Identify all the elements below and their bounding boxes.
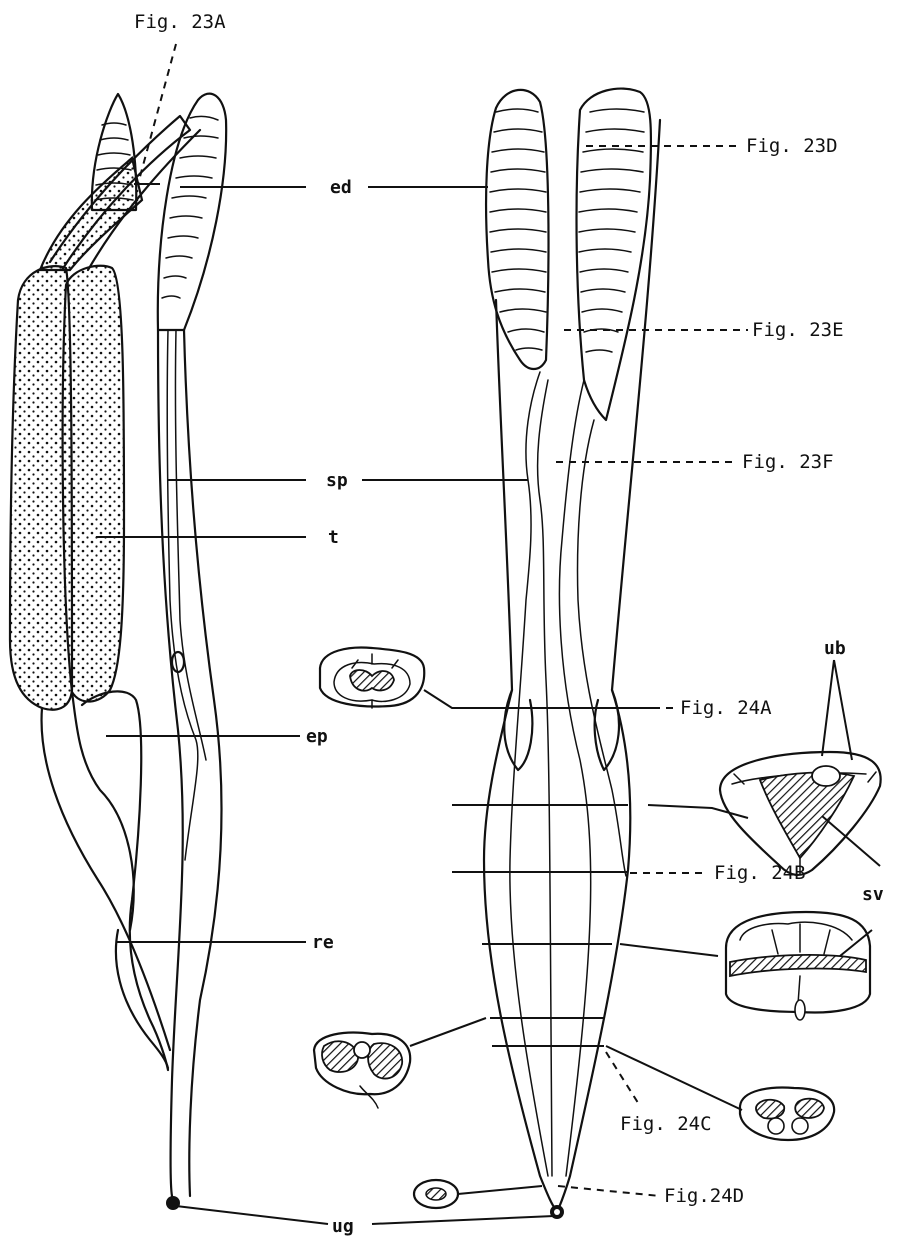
- left-ovary-tall: [158, 94, 226, 330]
- label-sp: sp: [326, 470, 348, 491]
- leader-24b-section: [648, 805, 748, 818]
- leader-lines: [96, 44, 880, 1224]
- right-ovary-right: [577, 89, 651, 420]
- section-24a: [320, 648, 424, 708]
- leader-fig-24a: [424, 690, 660, 708]
- right-duct-b: [538, 380, 552, 1176]
- label-fig-23f: Fig. 23F: [742, 451, 834, 473]
- leader-24c-right: [606, 1046, 742, 1110]
- right-vesicle-right: [595, 690, 619, 770]
- section-24c-left: [314, 1033, 410, 1108]
- label-fig-23a: Fig. 23A: [134, 11, 226, 33]
- label-ug: ug: [332, 1216, 354, 1237]
- label-fig-24c: Fig. 24C: [620, 1113, 712, 1135]
- left-sperm-duct-2: [175, 330, 206, 760]
- left-genital-opening: [166, 1196, 180, 1210]
- right-body-outline-left: [484, 300, 556, 1210]
- left-duct-inner: [184, 330, 222, 1196]
- label-fig-23d: Fig. 23D: [746, 135, 838, 157]
- leader-sv-section: [620, 944, 718, 956]
- label-ep: ep: [306, 726, 328, 747]
- leader-ug-left: [176, 1206, 328, 1224]
- label-fig-24d: Fig.24D: [664, 1185, 744, 1207]
- right-organ: [452, 89, 660, 1219]
- label-fig-24b: Fig. 24B: [714, 862, 806, 884]
- left-epididymis: [42, 692, 170, 1050]
- section-24b: [720, 752, 881, 875]
- leader-fig-23a: [138, 44, 176, 184]
- label-t: t: [328, 527, 339, 548]
- leader-24c-left: [410, 1018, 486, 1046]
- left-duct-outer: [158, 330, 183, 1196]
- label-ub: ub: [824, 638, 846, 659]
- label-sv: sv: [862, 884, 884, 905]
- left-epididymis-body: [82, 691, 168, 1070]
- right-duct-a: [510, 372, 548, 1176]
- section-24d: [414, 1180, 458, 1208]
- leader-ub: [822, 660, 852, 760]
- label-re: re: [312, 932, 334, 953]
- leader-ug-right: [372, 1216, 554, 1224]
- section-sv: [726, 912, 870, 1020]
- left-duct-knot: [172, 652, 184, 672]
- leader-fig-24d: [558, 1186, 660, 1196]
- leader-24d-left: [458, 1186, 542, 1194]
- left-organ: [10, 94, 226, 1210]
- section-24c-right: [740, 1088, 834, 1140]
- leader-sv-upper: [822, 816, 880, 866]
- right-duct-d: [578, 420, 626, 876]
- left-testis-inner: [63, 266, 124, 702]
- label-fig-23e: Fig. 23E: [752, 319, 844, 341]
- left-ovary-tall-folds: [162, 116, 218, 298]
- right-duct-c: [559, 380, 590, 1176]
- label-ed: ed: [330, 177, 352, 198]
- label-fig-24a: Fig. 24A: [680, 697, 772, 719]
